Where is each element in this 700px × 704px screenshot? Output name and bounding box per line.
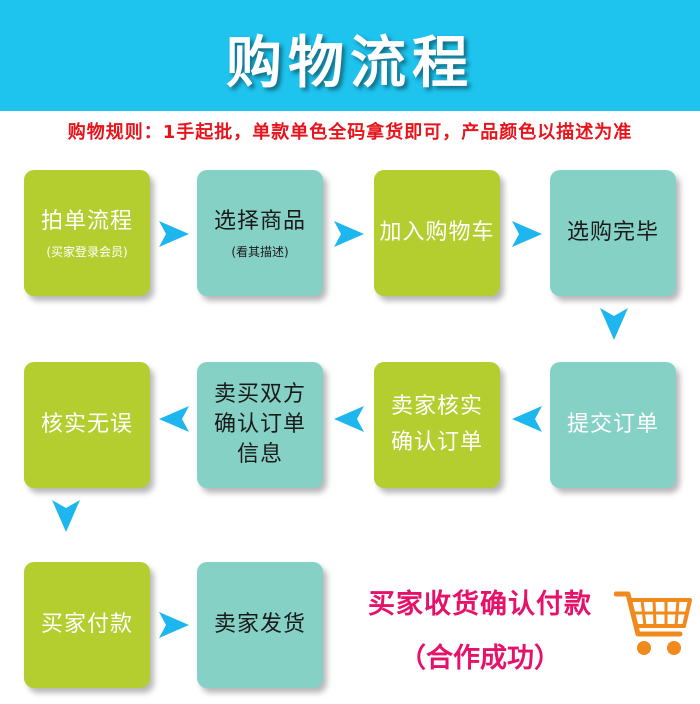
arrow-down-icon <box>600 308 628 340</box>
page-title: 购物流程 <box>226 31 474 96</box>
step-label: 核实无误 <box>40 412 133 437</box>
step-selection-complete: 选购完毕 <box>550 170 676 296</box>
step-label: 买家付款 <box>40 612 133 637</box>
step-both-confirm: 卖买双方 确认订单 信息 <box>197 362 323 488</box>
step-sublabel: (买家登录会员) <box>46 244 128 259</box>
arrow-right-icon <box>334 221 364 247</box>
step-label: 拍单流程 <box>40 208 133 234</box>
step-seller-ship: 卖家发货 <box>197 562 323 688</box>
step-label: 选择商品 <box>213 208 306 234</box>
arrow-down-icon <box>52 500 80 532</box>
step-label: 卖家发货 <box>213 612 306 637</box>
arrow-right-icon <box>159 612 189 638</box>
shopping-cart-icon <box>613 586 694 664</box>
step-submit-order: 提交订单 <box>550 362 676 488</box>
final-step-title: 买家收货确认付款 <box>368 589 592 620</box>
arrow-left-icon <box>512 406 542 432</box>
step-label: 信息 <box>236 442 283 467</box>
step-add-to-cart: 加入购物车 <box>374 170 500 296</box>
arrow-left-icon <box>159 406 189 432</box>
step-label: 选购完毕 <box>566 220 659 245</box>
step-label: 提交订单 <box>566 412 659 437</box>
step-label: 卖买双方 <box>213 382 306 407</box>
step-select-product: 选择商品 (看其描述) <box>197 170 323 296</box>
step-buyer-pay: 买家付款 <box>24 562 150 688</box>
step-verify-ok: 核实无误 <box>24 362 150 488</box>
step-label: 确认订单 <box>213 412 306 437</box>
shopping-rules: 购物规则：1手起批，单款单色全码拿货即可，产品颜色以描述为准 <box>67 122 633 143</box>
step-label: 加入购物车 <box>379 220 495 245</box>
step-label: 确认订单 <box>390 430 483 455</box>
step-place-order-process: 拍单流程 (买家登录会员) <box>24 170 150 296</box>
arrow-left-icon <box>334 406 364 432</box>
arrow-right-icon <box>512 221 542 247</box>
step-seller-verify: 卖家核实 确认订单 <box>374 362 500 488</box>
header-banner: 购物流程 <box>0 0 700 111</box>
arrow-right-icon <box>159 221 189 247</box>
final-step-subtitle: （合作成功） <box>399 643 561 674</box>
step-sublabel: (看其描述) <box>231 244 289 259</box>
step-label: 卖家核实 <box>390 394 483 419</box>
